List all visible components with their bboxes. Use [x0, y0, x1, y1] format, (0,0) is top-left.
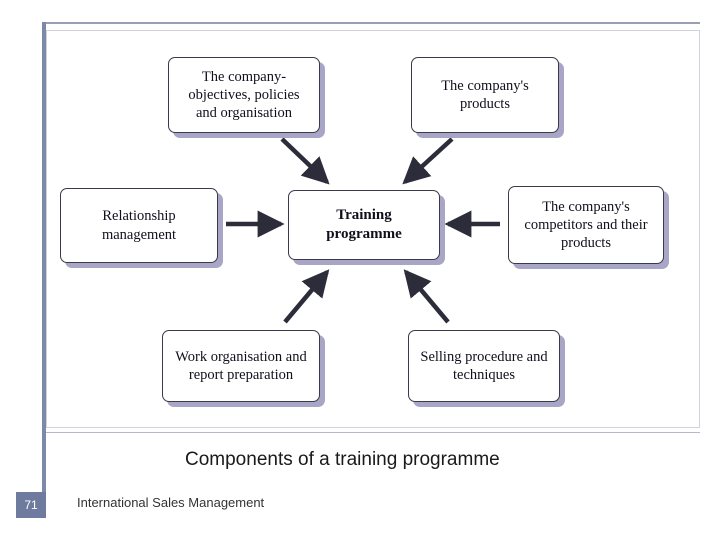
- node-competitors-label: The company's competitors and their prod…: [524, 198, 648, 252]
- node-selling-procedure-label: Selling procedure and techniques: [420, 348, 548, 383]
- node-objectives: The company-objectives, policies and org…: [168, 57, 320, 133]
- slide-top-rule: [46, 22, 700, 24]
- slide-bottom-rule: [46, 432, 700, 433]
- node-selling-procedure: Selling procedure and techniques: [408, 330, 560, 402]
- page-number-badge: 71: [16, 492, 46, 518]
- node-relationship-label: Relationship management: [101, 208, 177, 243]
- node-training-programme: Training programme: [288, 190, 440, 260]
- slide-caption: Components of a training programme: [185, 449, 500, 470]
- node-relationship: Relationship management: [60, 188, 218, 263]
- slide-footer-text: International Sales Management: [77, 495, 265, 510]
- node-work-organisation: Work organisation and report preparation: [162, 330, 320, 402]
- slide-left-accent-bar: [42, 22, 46, 518]
- node-training-programme-label: Training programme: [326, 207, 402, 242]
- node-work-organisation-label: Work organisation and report preparation: [175, 348, 307, 383]
- node-objectives-label: The company-objectives, policies and org…: [188, 68, 300, 122]
- node-products-label: The company's products: [441, 77, 529, 112]
- node-products: The company's products: [411, 57, 559, 133]
- node-competitors: The company's competitors and their prod…: [508, 186, 664, 264]
